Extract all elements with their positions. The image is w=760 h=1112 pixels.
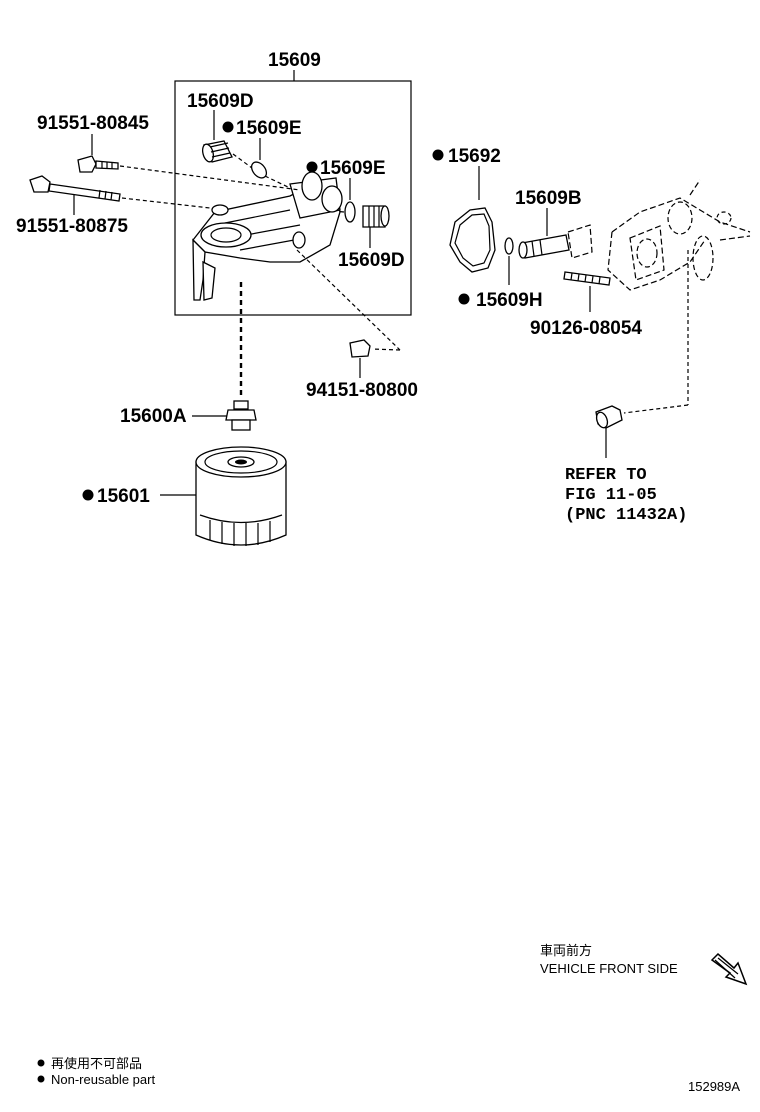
oil-filter-bracket bbox=[192, 171, 343, 301]
direction-jp: 車両前方 bbox=[540, 943, 592, 958]
label-15609D-top: 15609D bbox=[187, 91, 254, 112]
refer-line-1: REFER TO bbox=[565, 466, 647, 485]
plug-15609D-right bbox=[362, 205, 390, 228]
label-91551-80845: 91551-80845 bbox=[37, 113, 149, 134]
refer-line-2: FIG 11-05 bbox=[565, 486, 657, 505]
front-arrow-icon bbox=[710, 952, 748, 986]
figure-id: 152989A bbox=[688, 1079, 740, 1094]
label-15609H: 15609H bbox=[476, 290, 543, 311]
label-15609E-top: 15609E bbox=[236, 118, 302, 139]
legend-jp: 再使用不可部品 bbox=[51, 1056, 142, 1071]
nonreusable-dot-15609H bbox=[458, 293, 470, 305]
oil-filter-15601 bbox=[195, 446, 287, 546]
label-91551-80875: 91551-80875 bbox=[16, 216, 128, 237]
oring-15609H bbox=[504, 237, 514, 255]
oring-15609E-top bbox=[250, 161, 268, 179]
label-15609E-right: 15609E bbox=[320, 158, 386, 179]
nonreusable-dot-15692 bbox=[432, 149, 444, 161]
label-90126-08054: 90126-08054 bbox=[530, 318, 642, 339]
assembly-box-15609 bbox=[174, 80, 412, 316]
label-15609B: 15609B bbox=[515, 188, 582, 209]
label-15609: 15609 bbox=[268, 50, 321, 71]
legend-dot-icon-en bbox=[37, 1075, 45, 1083]
nonreusable-dot-15601 bbox=[82, 489, 94, 501]
oring-15609E-right bbox=[344, 201, 356, 223]
union-15600A bbox=[225, 400, 257, 431]
label-15601: 15601 bbox=[97, 486, 150, 507]
plug-15609D-top bbox=[201, 140, 233, 163]
plug-94151-80800 bbox=[349, 339, 371, 358]
label-15692: 15692 bbox=[448, 146, 501, 167]
legend-en: Non-reusable part bbox=[51, 1072, 155, 1087]
direction-en: VEHICLE FRONT SIDE bbox=[540, 961, 678, 976]
refer-line-3: (PNC 11432A) bbox=[565, 506, 687, 525]
nonreusable-dot-15609E-right bbox=[306, 161, 318, 173]
bolt-91551-80845 bbox=[77, 155, 119, 173]
legend-dot-icon-jp bbox=[37, 1059, 45, 1067]
bolt-91551-80875 bbox=[29, 175, 121, 202]
label-94151-80800: 94151-80800 bbox=[306, 380, 418, 401]
label-15600A: 15600A bbox=[120, 406, 187, 427]
stud-90126-08054 bbox=[563, 271, 611, 286]
label-15609D-right: 15609D bbox=[338, 250, 405, 271]
nonreusable-dot-15609E-top bbox=[222, 121, 234, 133]
pipe-15609B bbox=[518, 234, 570, 259]
engine-block-fragment bbox=[567, 179, 751, 291]
plug-refer-11432A bbox=[595, 405, 623, 429]
gasket-15692 bbox=[449, 207, 496, 273]
